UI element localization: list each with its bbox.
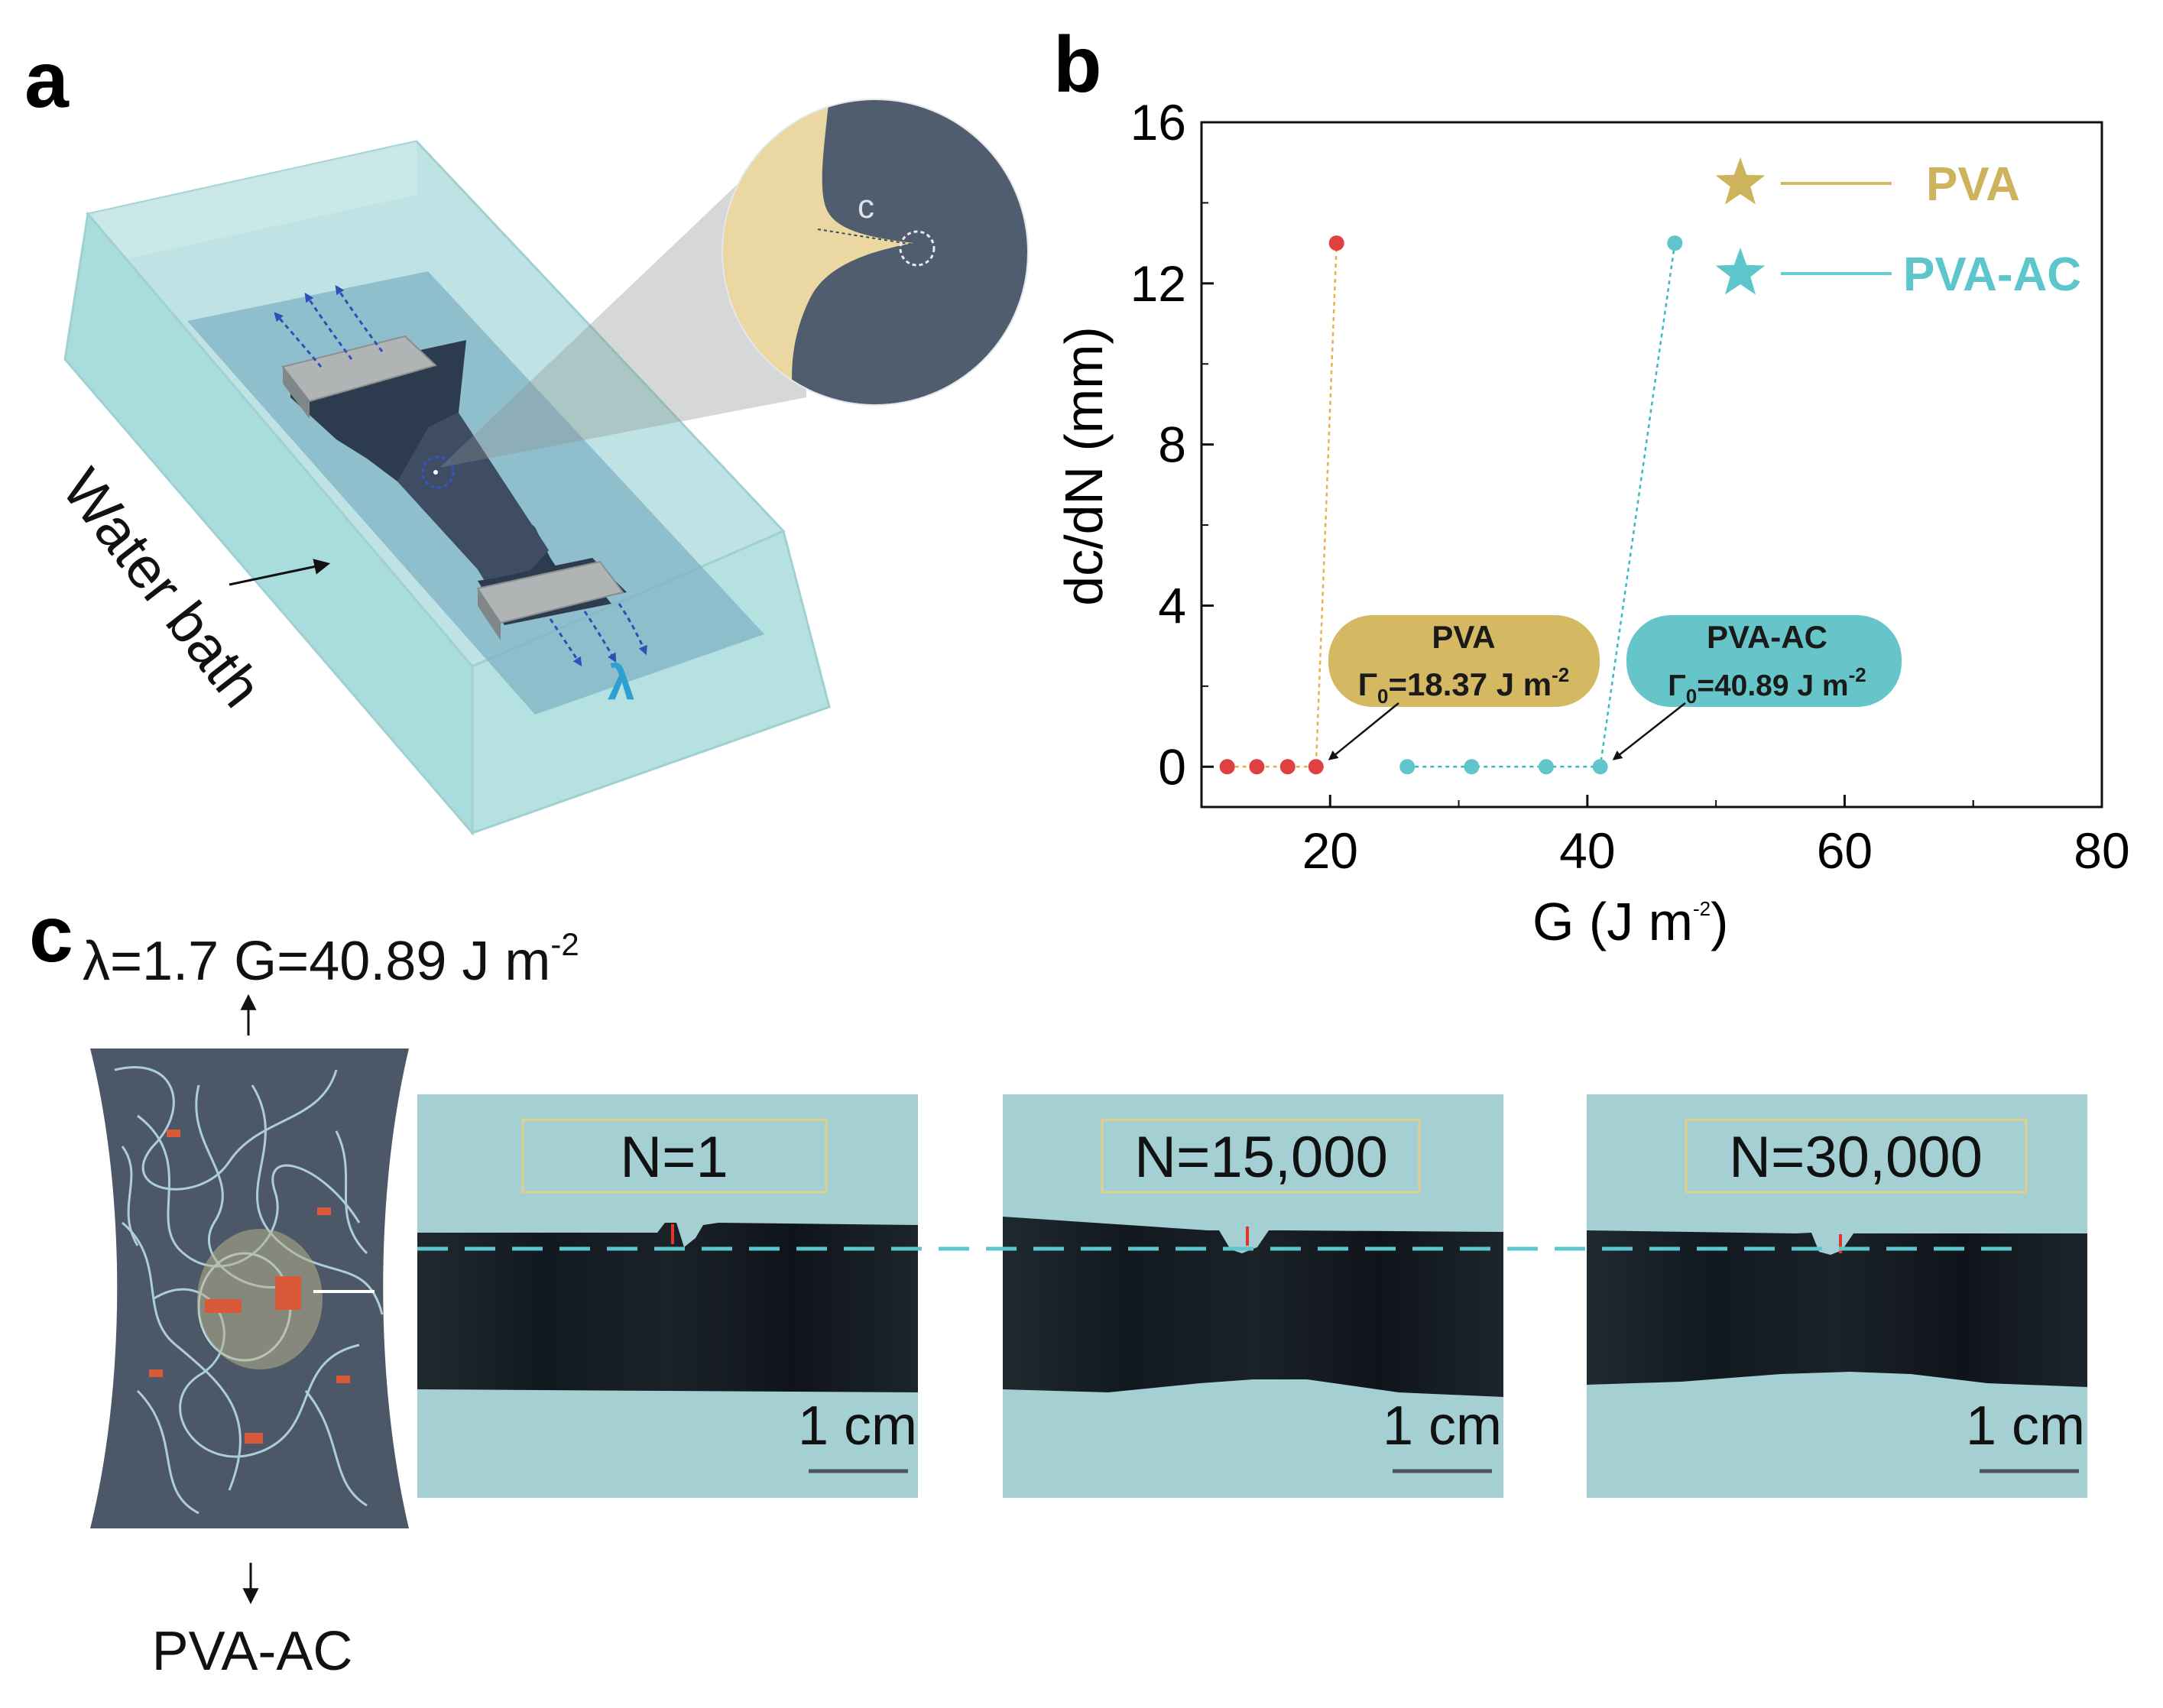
panel-a-label: a [24, 36, 70, 125]
data-point [1219, 759, 1235, 775]
magnifier-cone [439, 122, 806, 468]
x-tick-label: 60 [1817, 822, 1873, 879]
cycle-label: N=1 [620, 1125, 728, 1190]
data-point [1667, 235, 1683, 251]
photo-n1: N=1 1 cm [417, 1094, 918, 1498]
y-tick-label: 16 [1130, 94, 1186, 151]
legend-star-pva-icon [1715, 157, 1766, 205]
data-point [1539, 759, 1555, 775]
data-point [1464, 759, 1480, 775]
series-line [1227, 243, 1338, 768]
network-schematic: PVA-AC [90, 993, 409, 1682]
panel-c-label: c [29, 890, 73, 979]
cycle-box [521, 1118, 828, 1194]
photo-n15000: N=15,000 1 cm [1003, 1094, 1503, 1498]
chart-frame [1200, 121, 2103, 809]
fatigue-photos: N=1 1 cm N=15,000 1 cm N=30,000 1 cm [417, 1094, 2087, 1498]
scale-label: 1 cm [1383, 1395, 1502, 1457]
annotation-pva-ac-arrow [1612, 702, 1686, 760]
zoom-inset: c [722, 99, 1029, 406]
data-point [1249, 759, 1265, 775]
y-axis-label: dc/dN (mm) [1054, 326, 1114, 606]
lambda-label: λ [608, 655, 635, 710]
stretch-arrows-top [274, 285, 384, 368]
x-tick-label: 40 [1559, 822, 1615, 879]
annotation-pva-bubble [1328, 615, 1600, 707]
annotation-pva-title: PVA [1432, 619, 1495, 655]
data-point [1328, 235, 1344, 251]
top-clamp [281, 335, 437, 403]
series-pva-ac [1399, 235, 1683, 775]
chart-legend: PVA PVA-AC [1715, 157, 2081, 301]
panel-c-header: λ=1.7 G=40.89 J m-2 [83, 926, 579, 992]
annotation-pva-ac-value: Γ0=40.89 J m-2 [1668, 663, 1866, 708]
crosslinks [149, 1129, 350, 1444]
legend-label-pva-ac: PVA-AC [1903, 248, 2081, 301]
annotation-pva-ac-bubble [1626, 615, 1902, 707]
y-tick-label: 12 [1130, 255, 1186, 312]
x-tick-label: 20 [1302, 822, 1358, 879]
legend-item-pva-ac: PVA-AC [1715, 248, 2081, 301]
crack-tip-marker [899, 230, 936, 267]
sample-strip [417, 1223, 918, 1392]
water-bath-illustration: λ c Water bath [50, 99, 1029, 837]
annotation-pva-ac-title: PVA-AC [1707, 619, 1827, 655]
network-caption: PVA-AC [152, 1621, 353, 1682]
annotation-pva-value: Γ0=18.37 J m-2 [1358, 663, 1570, 708]
x-tick-label: 80 [2074, 822, 2129, 879]
legend-star-pva-ac-icon [1715, 248, 1766, 295]
pva-region [722, 99, 913, 405]
legend-label-pva: PVA [1926, 158, 2020, 211]
water-bath-back-face [88, 141, 417, 267]
data-point [1592, 759, 1608, 775]
photo-n30000: N=30,000 1 cm [1587, 1094, 2087, 1498]
cycle-box [1101, 1118, 1421, 1194]
polymer-chains [114, 1066, 384, 1515]
scale-label: 1 cm [798, 1395, 917, 1457]
series-layer [1219, 235, 1683, 775]
scale-label: 1 cm [1966, 1395, 2085, 1457]
y-tick-label: 0 [1158, 738, 1186, 795]
panel-b-label: b [1053, 21, 1102, 109]
stretch-arrows-bottom [549, 603, 647, 666]
legend-item-pva: PVA [1715, 157, 2020, 211]
dogbone-specimen [281, 335, 627, 640]
y-tick-label: 4 [1158, 577, 1186, 634]
notch-marker [421, 455, 455, 489]
sample-strip [1003, 1217, 1503, 1397]
sample-strip [1587, 1230, 2087, 1387]
crack-length-label: c [858, 188, 874, 225]
annotation-pva-ac: PVA-AC Γ0=40.89 J m-2 [1612, 615, 1902, 760]
y-tick-label: 8 [1158, 416, 1186, 473]
crack-growth-chart: 20 40 60 80 0 4 8 12 16 dc/dN (mm) G (J m-2) PVA… [1054, 94, 2130, 951]
cycle-box [1685, 1118, 2028, 1194]
water-bath-arrow [229, 559, 331, 586]
data-point [1279, 759, 1296, 775]
annotation-pva-arrow [1328, 702, 1399, 760]
data-point [1308, 759, 1324, 775]
series-pva [1219, 235, 1344, 775]
data-point [1399, 759, 1416, 775]
x-axis-label: G (J m-2) [1532, 892, 1728, 951]
cycle-label: N=15,000 [1134, 1125, 1388, 1190]
cycle-label: N=30,000 [1729, 1125, 1983, 1190]
axis-ticks: 20 40 60 80 0 4 8 12 16 [1130, 94, 2130, 879]
process-zone [197, 1229, 323, 1369]
annotation-pva: PVA Γ0=18.37 J m-2 [1328, 615, 1600, 760]
